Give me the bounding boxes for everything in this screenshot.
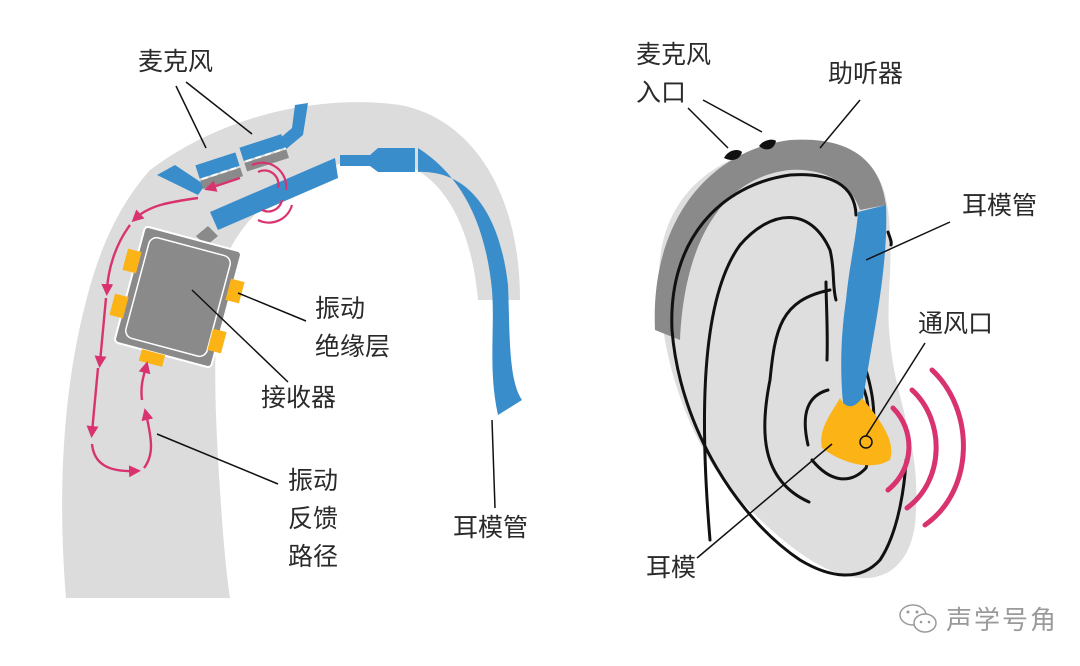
earmold bbox=[821, 398, 892, 466]
label-microphone-inlet: 麦克风 入口 bbox=[636, 36, 711, 112]
label-mic-inlet-line1: 麦克风 bbox=[636, 40, 712, 69]
earmold-tube-left bbox=[418, 148, 522, 415]
label-vibration-insulation-line2: 绝缘层 bbox=[315, 332, 391, 361]
leader-lines-left bbox=[156, 81, 496, 509]
vibration-feedback-path bbox=[86, 176, 241, 478]
mic-inlet-dot-1 bbox=[724, 150, 742, 160]
leader-lines-right bbox=[687, 99, 951, 559]
label-feedback-line3: 路径 bbox=[288, 542, 339, 571]
label-earmold-tube-left: 耳模管 bbox=[453, 513, 529, 542]
label-mic-inlet-line2: 入口 bbox=[636, 78, 687, 107]
sound-waves-right bbox=[885, 367, 966, 528]
vibration-insulation-pads bbox=[109, 248, 245, 367]
label-vibration-insulation: 振动 绝缘层 bbox=[315, 290, 390, 366]
label-microphone: 麦克风 bbox=[138, 47, 214, 76]
receiver bbox=[114, 226, 242, 368]
microphone-2 bbox=[239, 134, 289, 172]
vibration-waves-left bbox=[251, 161, 294, 224]
wechat-icon bbox=[899, 603, 937, 633]
mic-inlet-left bbox=[157, 165, 205, 195]
label-earmold-tube-right: 耳模管 bbox=[962, 191, 1038, 220]
label-vibration-feedback-path: 振动 反馈 路径 bbox=[288, 462, 338, 576]
ear-illustration bbox=[654, 99, 966, 579]
watermark-text: 声学号角 bbox=[946, 606, 1059, 636]
label-feedback-line2: 反馈 bbox=[288, 504, 339, 533]
label-feedback-line1: 振动 bbox=[288, 466, 339, 495]
label-hearing-aid: 助听器 bbox=[828, 59, 904, 88]
label-vent: 通风口 bbox=[918, 309, 994, 338]
mic-inlet-right bbox=[278, 103, 308, 150]
watermark: 声学号角 bbox=[898, 600, 1058, 637]
label-vibration-insulation-line1: 振动 bbox=[315, 294, 366, 323]
label-earmold: 耳模 bbox=[646, 553, 697, 582]
earmold-tube-right bbox=[841, 205, 887, 415]
device-shell bbox=[62, 102, 520, 598]
hearing-aid-body bbox=[654, 139, 886, 340]
tube-connector bbox=[340, 148, 415, 172]
bte-device-cross-section bbox=[62, 81, 522, 598]
label-receiver: 接收器 bbox=[261, 383, 337, 412]
mic-inlet-dot-2 bbox=[759, 139, 776, 150]
ear-fill bbox=[658, 141, 917, 579]
internal-sound-tube bbox=[210, 158, 338, 230]
